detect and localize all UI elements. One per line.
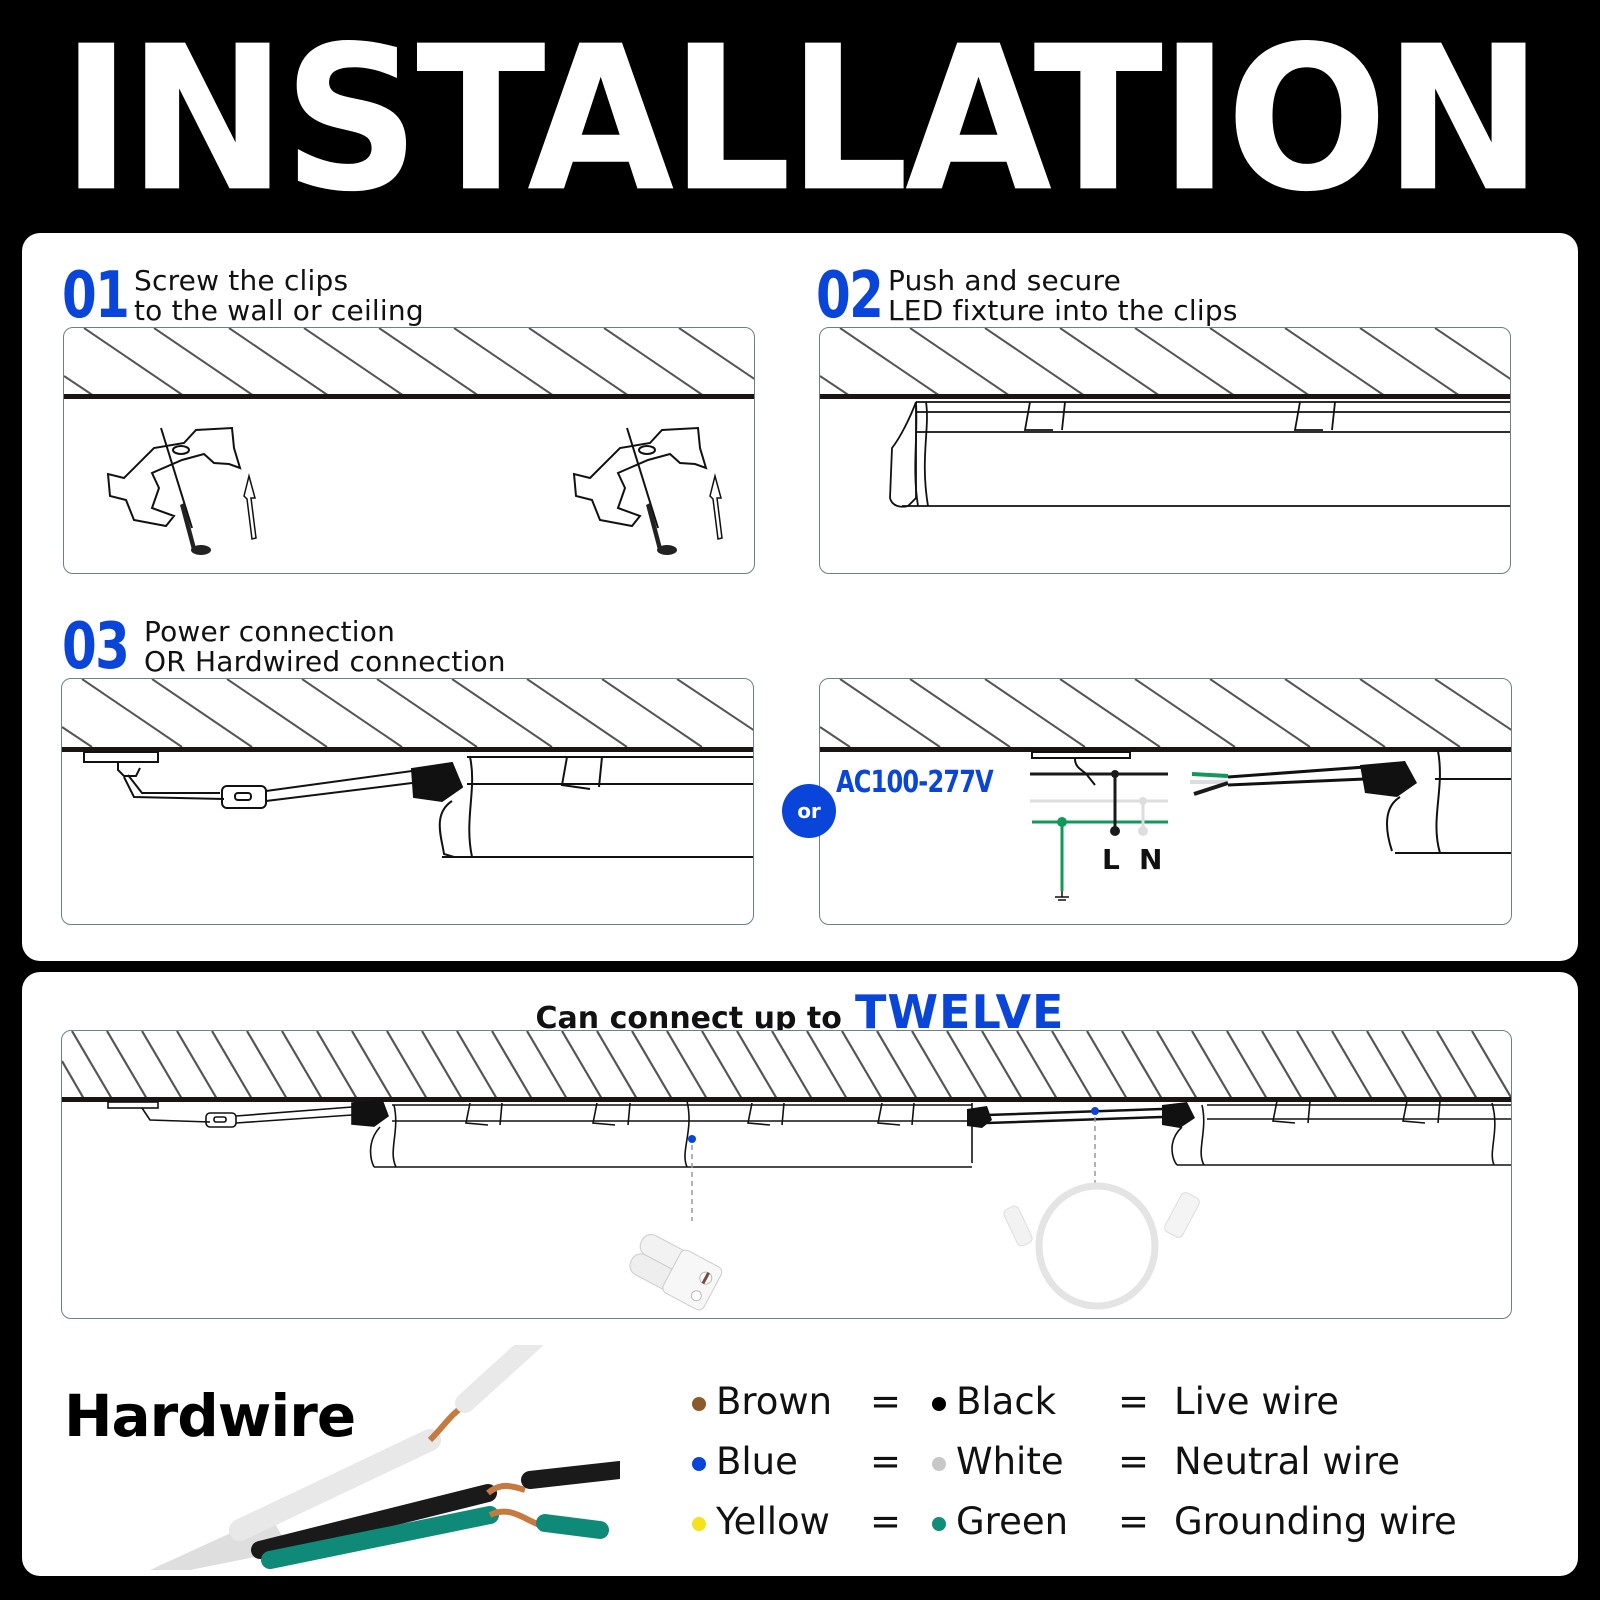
linking-cable-accessory-icon <box>1035 1182 1159 1310</box>
legend-equals: = <box>1118 1440 1150 1483</box>
white-dot-icon <box>932 1457 946 1471</box>
terminal-neutral-label: N <box>1139 843 1163 876</box>
wiring-schematic-icon <box>1030 751 1168 901</box>
legend-meaning: Grounding wire <box>1174 1500 1457 1543</box>
or-badge: or <box>782 784 836 838</box>
power-plug-illustration <box>61 678 754 925</box>
step-line-1: Screw the clips <box>134 264 349 297</box>
ground-icon <box>1055 891 1069 901</box>
hardwire-cable-icon <box>150 1345 620 1570</box>
clip-icon <box>106 426 242 529</box>
legend-color-a: Blue <box>716 1440 798 1483</box>
linked-fixtures-illustration <box>61 1030 1512 1319</box>
legend-equals: = <box>870 1440 902 1483</box>
green-dot-icon <box>932 1517 946 1531</box>
step-01-header: 01 Screw the clips to the wall or ceilin… <box>62 259 424 333</box>
voltage-label: AC100-277V <box>836 765 994 800</box>
legend-equals: = <box>870 1500 902 1543</box>
step-line-2: LED fixture into the clips <box>888 294 1238 327</box>
screw-icon <box>180 503 211 555</box>
step-02-header: 02 Push and secure LED fixture into the … <box>816 259 1238 333</box>
page-title: INSTALLATION <box>60 3 1543 237</box>
ceiling-hatch-icon <box>820 679 1511 901</box>
arrow-up-icon <box>709 473 723 540</box>
step-line-2: OR Hardwired connection <box>144 645 506 678</box>
arrow-up-icon <box>243 473 257 540</box>
black-dot-icon <box>932 1397 946 1411</box>
step-number: 02 <box>816 259 884 333</box>
ceiling-hatch-icon <box>62 679 753 858</box>
connector-marker-icon <box>688 1135 696 1143</box>
fixture-in-clips-illustration <box>819 327 1511 574</box>
led-fixture-icon <box>1386 750 1511 854</box>
legend-equals: = <box>1118 1380 1150 1423</box>
led-fixture-icon <box>889 401 1510 508</box>
blue-dot-icon <box>692 1457 706 1471</box>
step-description: Push and secure LED fixture into the cli… <box>888 266 1238 326</box>
clip-mounting-illustration <box>63 327 755 574</box>
legend-color-a: Brown <box>716 1380 833 1423</box>
step-number: 03 <box>62 610 130 684</box>
legend-color-b: Black <box>956 1380 1057 1423</box>
ceiling-hatch-icon <box>62 1031 1511 1311</box>
straight-connector-icon <box>629 1234 723 1311</box>
hardwired-illustration: AC100-277V L N <box>819 678 1512 925</box>
led-fixture-icon <box>369 1100 973 1168</box>
step-line-2: to the wall or ceiling <box>134 294 424 327</box>
terminal-live-label: L <box>1102 843 1120 876</box>
step-line-1: Push and secure <box>888 264 1122 297</box>
ceiling-hatch-icon <box>820 328 1510 508</box>
legend-color-b: Green <box>956 1500 1069 1543</box>
clip-icon <box>572 426 708 529</box>
yellow-dot-icon <box>692 1517 706 1531</box>
step-03-header: 03 Power connection OR Hardwired connect… <box>62 610 506 684</box>
hardwire-label: Hardwire <box>64 1382 356 1450</box>
legend-meaning: Neutral wire <box>1174 1440 1401 1483</box>
ceiling-hatch-icon <box>64 328 754 555</box>
legend-equals: = <box>870 1380 902 1423</box>
linking-cable-icon <box>967 1102 1195 1128</box>
led-fixture-icon <box>1171 1100 1511 1166</box>
step-description: Screw the clips to the wall or ceiling <box>134 266 424 326</box>
legend-color-a: Yellow <box>716 1500 830 1543</box>
power-cord-icon <box>107 1099 389 1128</box>
cable-marker-icon <box>1091 1107 1099 1115</box>
step-description: Power connection OR Hardwired connection <box>144 617 506 677</box>
legend-equals: = <box>1118 1500 1150 1543</box>
legend-color-b: White <box>956 1440 1064 1483</box>
screw-icon <box>646 503 677 555</box>
legend-meaning: Live wire <box>1174 1380 1340 1423</box>
step-line-1: Power connection <box>144 615 396 648</box>
power-cord-icon <box>83 751 753 858</box>
stripped-wires-icon <box>1190 761 1417 797</box>
brown-dot-icon <box>692 1397 706 1411</box>
step-number: 01 <box>62 259 130 333</box>
